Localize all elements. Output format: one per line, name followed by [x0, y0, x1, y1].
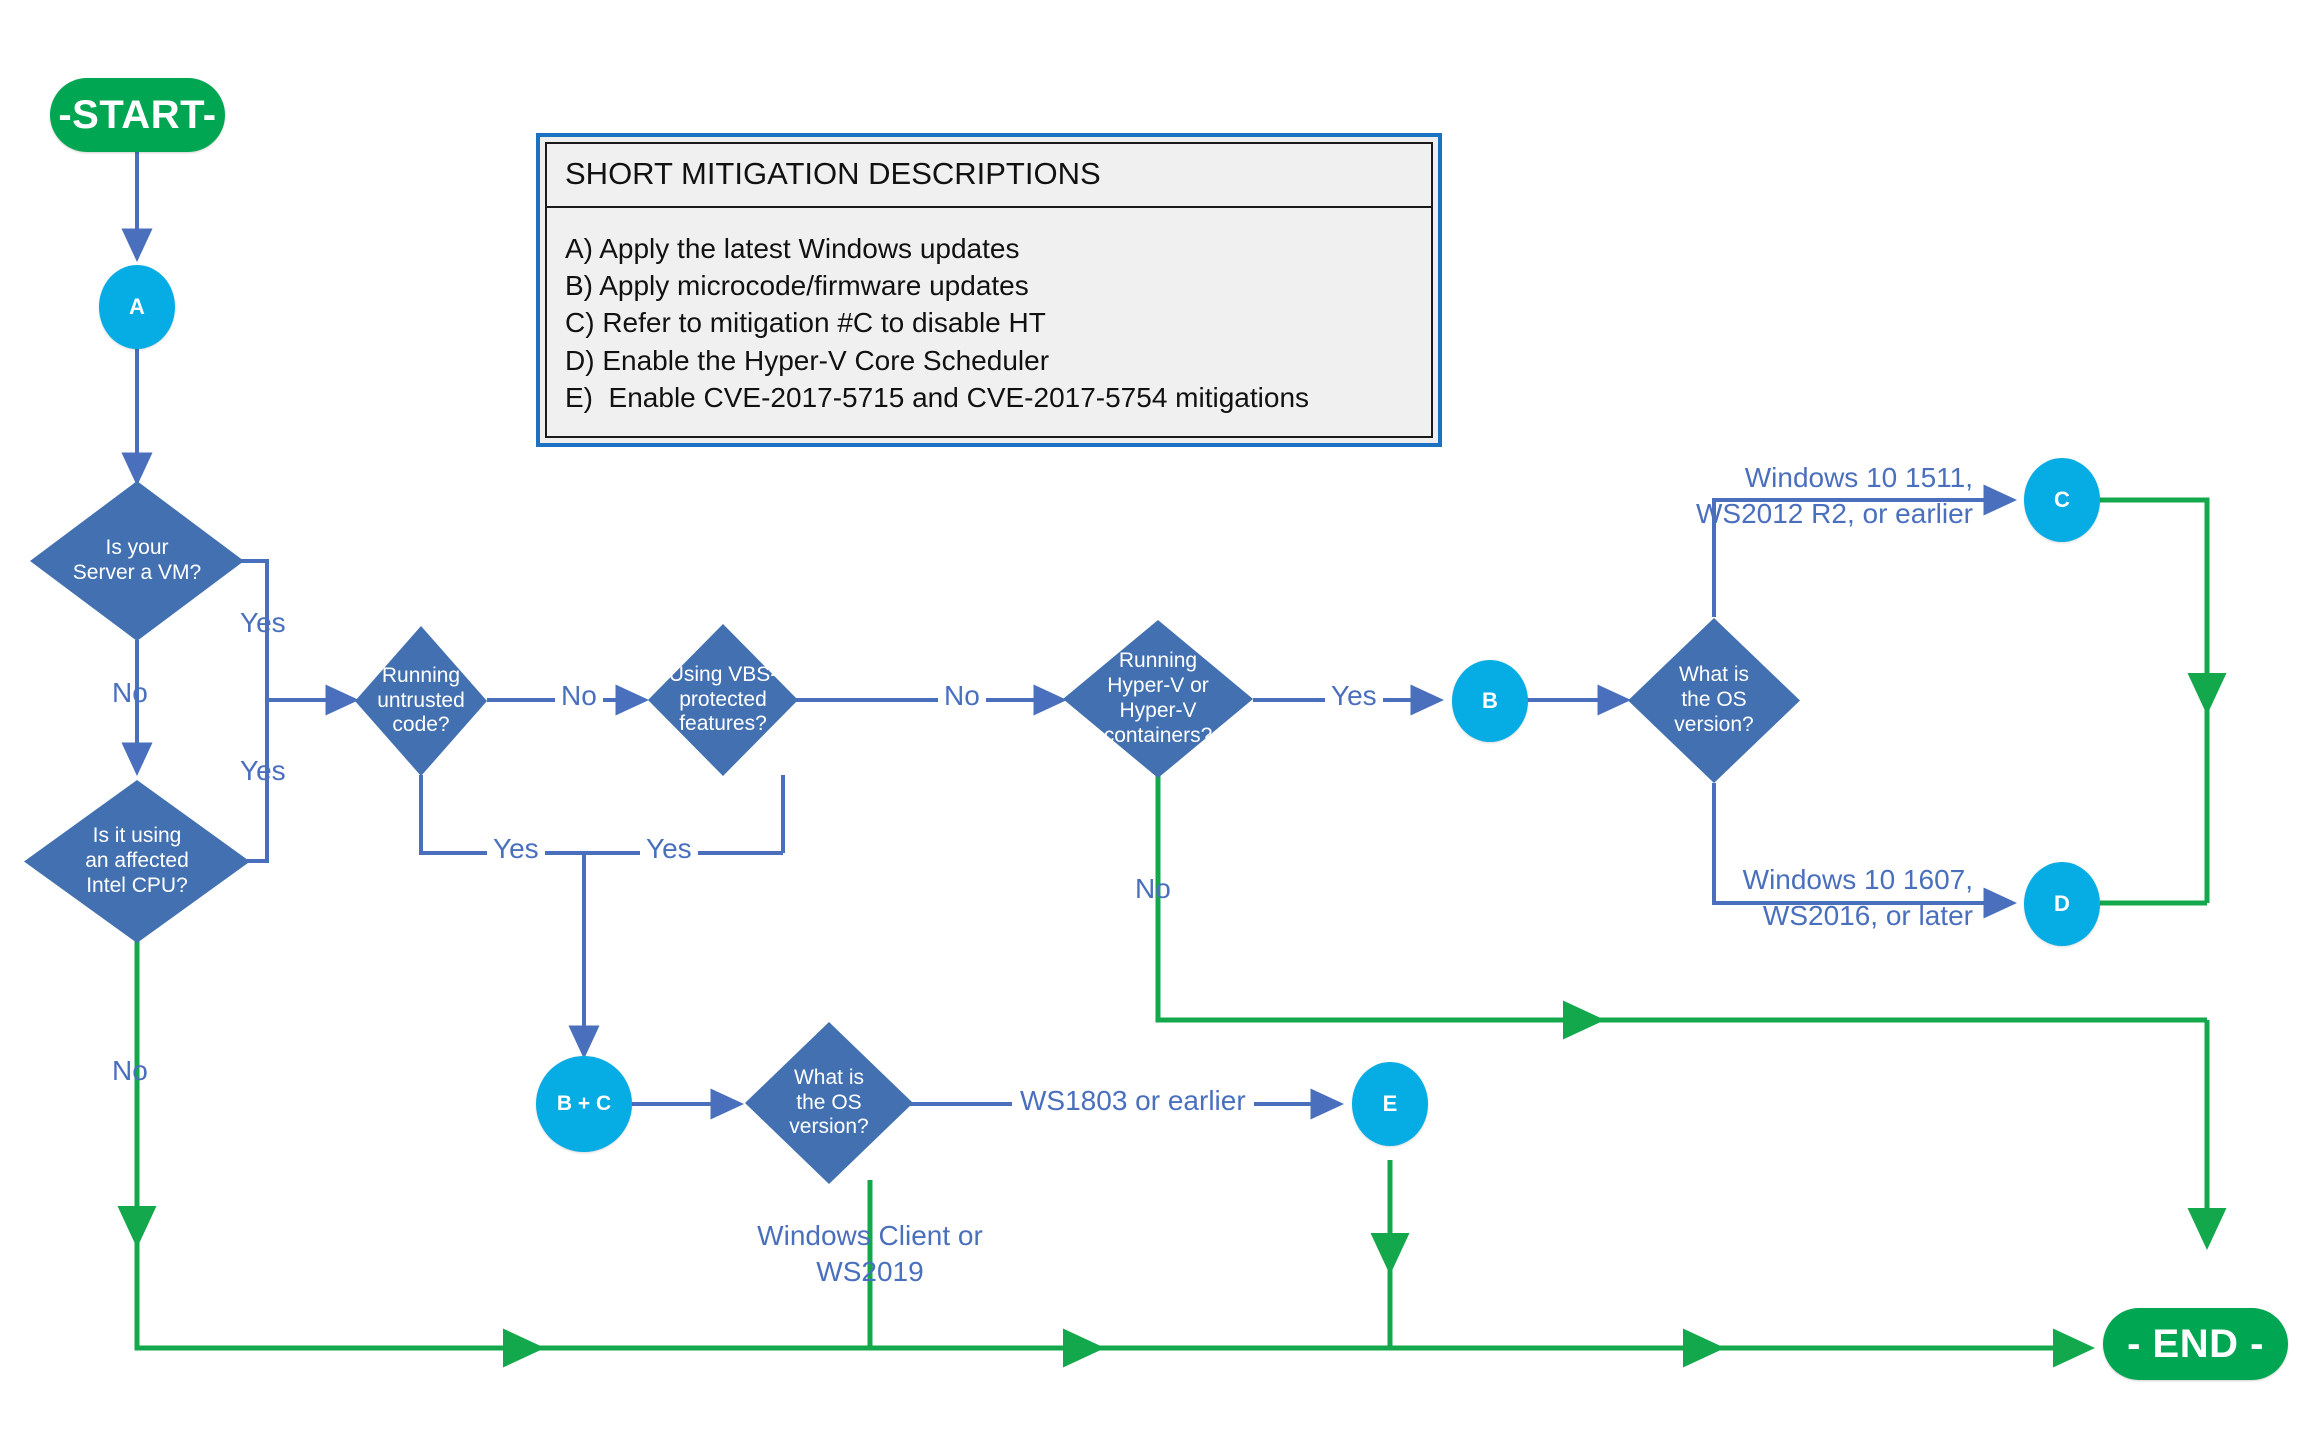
edge-label-os-right-new: Windows 10 1607,WS2016, or later [1742, 864, 1973, 931]
edge-label-cpu-yes: Yes [240, 755, 286, 786]
edge-label-untrusted-yes: Yes [487, 833, 545, 865]
mitigation-circle-c[interactable]: C [2024, 458, 2100, 542]
mitigation-circle-d[interactable]: D [2024, 862, 2100, 946]
legend-item-b: B) Apply microcode/firmware updates [565, 270, 1029, 302]
edge-label-hyperv-yes: Yes [1325, 680, 1383, 712]
mitigation-circle-a[interactable]: A [99, 265, 175, 349]
edge-label-os-bottom-old: WS1803 or earlier [1012, 1085, 1254, 1117]
legend-title: SHORT MITIGATION DESCRIPTIONS [547, 144, 1431, 208]
mitigation-circle-b[interactable]: B [1452, 660, 1528, 742]
legend-inner: SHORT MITIGATION DESCRIPTIONS A) Apply t… [545, 142, 1433, 438]
edge-label-vbs-yes: Yes [640, 833, 698, 865]
edge-label-vm-no: No [112, 677, 148, 708]
edge-label-vbs-no: No [938, 680, 986, 712]
edge-label-vm-yes: Yes [240, 607, 286, 638]
end-node[interactable]: - END - [2103, 1308, 2288, 1380]
edge-label-os-right-old: Windows 10 1511,WS2012 R2, or earlier [1695, 462, 1973, 529]
legend-item-c: C) Refer to mitigation #C to disable HT [565, 307, 1046, 339]
legend-item-d: D) Enable the Hyper-V Core Scheduler [565, 344, 1050, 376]
edge-label-hyperv-no: No [1135, 873, 1171, 904]
mitigation-circle-bc[interactable]: B + C [536, 1056, 632, 1152]
mitigation-circle-e[interactable]: E [1352, 1062, 1428, 1146]
legend-item-a: A) Apply the latest Windows updates [565, 233, 1020, 264]
legend-item-e: E) Enable CVE-2017-5715 and CVE-2017-575… [565, 381, 1310, 413]
edge-label-untrusted-no: No [555, 680, 603, 712]
legend-body: A) Apply the latest Windows updates B) A… [547, 208, 1431, 426]
edge-label-cpu-no: No [112, 1055, 148, 1086]
legend-box: SHORT MITIGATION DESCRIPTIONS A) Apply t… [536, 133, 1442, 447]
start-node[interactable]: -START- [50, 78, 225, 152]
